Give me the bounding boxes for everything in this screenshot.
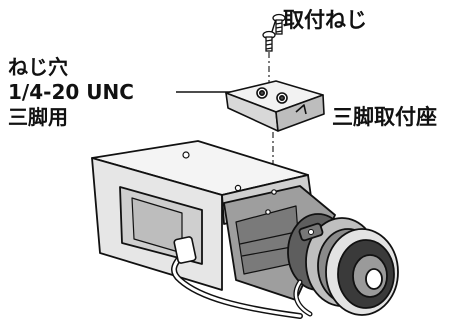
- tripod-mount-label: 三脚取付座: [332, 105, 437, 129]
- mounting-screws: [262, 13, 286, 52]
- camera-lens: [287, 213, 399, 316]
- camera-cables: [171, 236, 313, 319]
- cable-plug: [173, 236, 197, 264]
- mounting-screw-label: 取付ねじ: [283, 8, 367, 32]
- screw-icon: [272, 13, 286, 35]
- tripod-mount-plate: [225, 80, 325, 132]
- screw-hole-label-line2: 1/4-20 UNC: [8, 80, 134, 104]
- screw-hole-label-line3: 三脚用: [8, 105, 68, 129]
- screw-icon: [262, 30, 276, 52]
- screw-hole-label-line1: ねじ穴: [8, 55, 68, 79]
- leader-lines: [176, 18, 283, 93]
